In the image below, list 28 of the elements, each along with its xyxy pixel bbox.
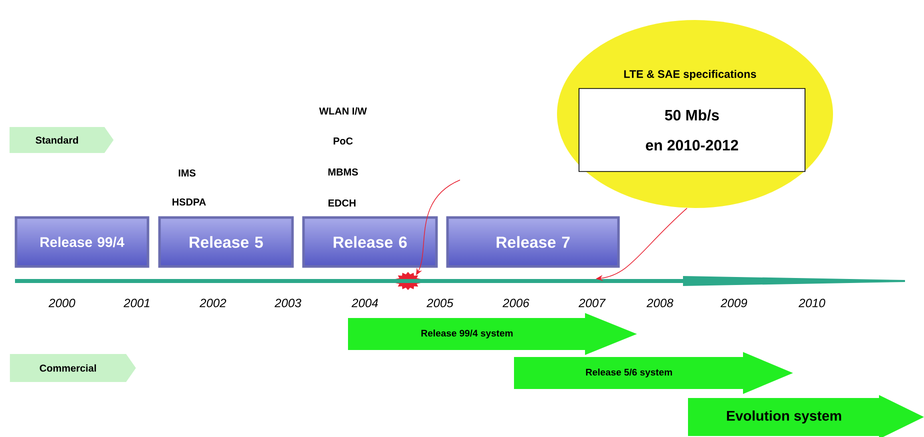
text-box: 50 Mb/s en 2010-2012 xyxy=(578,88,806,172)
year-label: 2000 xyxy=(48,298,76,308)
feature-label: HSDPA xyxy=(172,198,206,206)
feature-label: EDCH xyxy=(328,199,356,207)
category-tag: Standard xyxy=(10,127,114,153)
period-band: Evolution system xyxy=(688,395,924,437)
year-label: 2003 xyxy=(274,298,302,308)
release-box: Release 5 xyxy=(158,216,294,268)
period-band: Release 99/4 system xyxy=(348,313,637,355)
year-label: 2006 xyxy=(502,298,530,308)
category-tag: Commercial xyxy=(10,354,136,382)
year-label: 2002 xyxy=(200,298,226,308)
release-box: Release 6 xyxy=(302,216,438,268)
feature-label: IMS xyxy=(178,169,196,177)
year-label: 2007 xyxy=(578,298,606,308)
period-band: Release 5/6 system xyxy=(514,352,793,394)
year-label: 2008 xyxy=(646,298,674,308)
year-label: 2004 xyxy=(352,298,378,308)
year-label: 2001 xyxy=(124,298,150,308)
year-label: 2010 xyxy=(798,298,826,308)
release-box: Release 99/4 xyxy=(14,216,150,268)
release-box: Release 7 xyxy=(446,216,620,268)
feature-label: WLAN I/W xyxy=(319,107,367,115)
year-label: 2009 xyxy=(720,298,748,308)
feature-label: MBMS xyxy=(328,168,358,176)
year-label: 2005 xyxy=(426,298,454,308)
timeline xyxy=(15,276,905,286)
feature-label: PoC xyxy=(334,137,353,145)
